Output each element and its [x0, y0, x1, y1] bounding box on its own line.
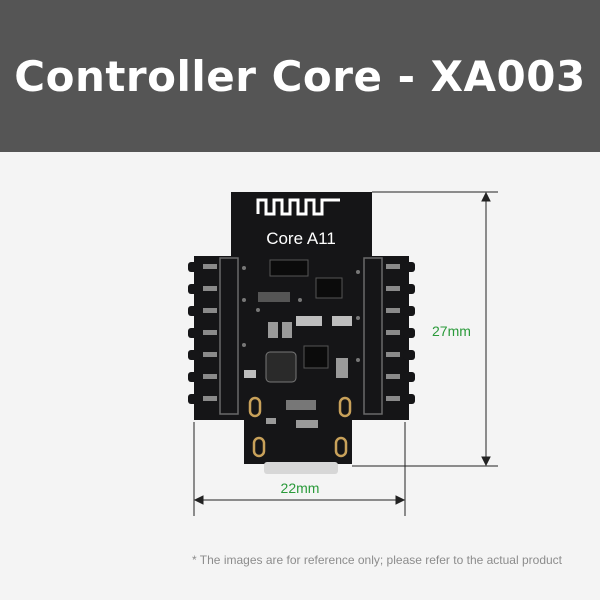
- pcb-board: Core A11: [188, 192, 415, 474]
- title-banner: Controller Core - XA003: [0, 0, 600, 152]
- page-title: Controller Core - XA003: [14, 51, 586, 101]
- width-label: 22mm: [281, 480, 320, 496]
- width-dimension: [193, 422, 406, 516]
- reference-footnote: * The images are for reference only; ple…: [192, 553, 562, 567]
- height-label: 27mm: [432, 323, 471, 339]
- height-dimension: [352, 191, 498, 467]
- board-logo-label: Core A11: [266, 229, 336, 248]
- product-figure: Core A11 27mm 22mm: [188, 191, 498, 516]
- smd-components: [244, 259, 352, 428]
- usb-connector: [264, 462, 338, 474]
